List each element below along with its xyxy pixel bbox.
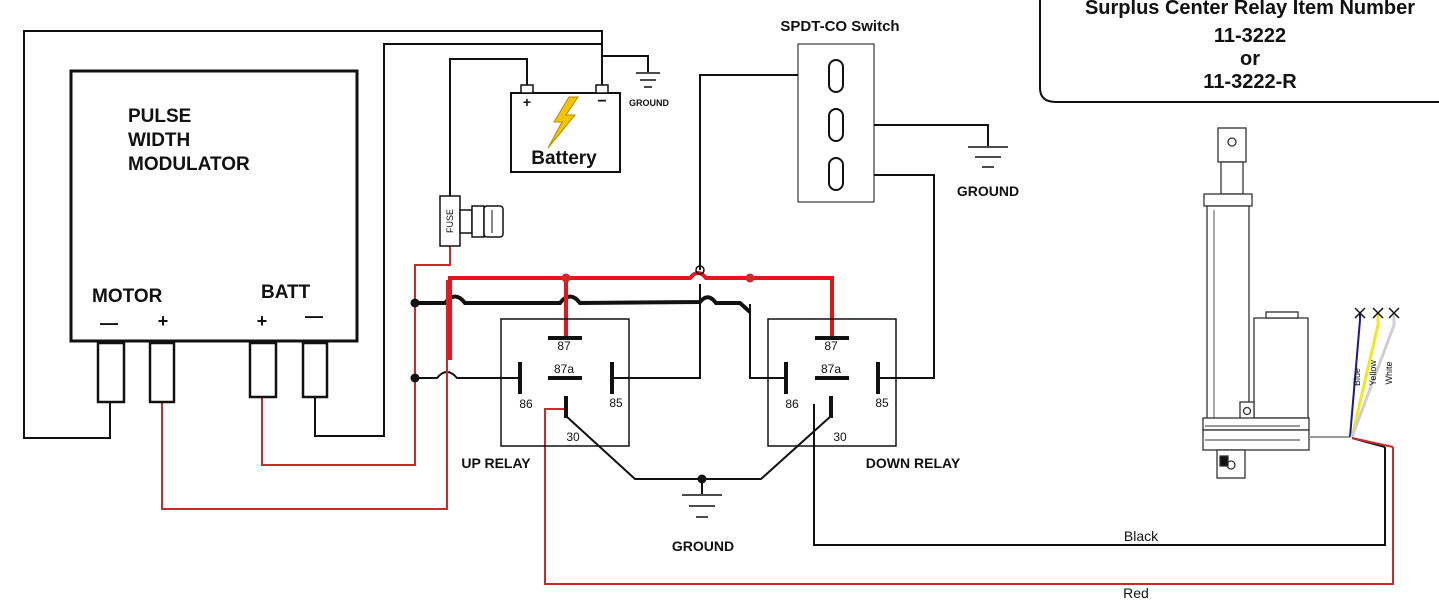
bright-red-bus — [448, 271, 834, 360]
battery-label: Battery — [531, 148, 597, 169]
relay-ground-symbol — [682, 494, 722, 518]
switch-terminal-bottom — [828, 157, 844, 191]
battery-ground-symbol — [636, 72, 660, 88]
wire-end-markers — [1354, 307, 1400, 319]
title-line-4: 11-3222-R — [1203, 71, 1297, 93]
battery-minus-label: − — [597, 93, 606, 110]
switch-ground-label: GROUND — [957, 183, 1019, 199]
up-relay-pin-85: 85 — [609, 396, 623, 410]
up-relay-pin-87: 87 — [557, 339, 571, 353]
red-wire-label: Red — [1123, 585, 1149, 601]
pwm-batt-label: BATT — [261, 282, 311, 303]
wire-label-yellow: Yellow — [1368, 360, 1378, 386]
switch-terminal-middle — [828, 108, 844, 142]
pwm-batt-plus-terminal — [248, 341, 278, 399]
down-relay-pin-86: 86 — [785, 397, 799, 411]
lightning-bolt-icon — [547, 96, 579, 149]
pwm-batt-minus-terminal — [301, 341, 329, 399]
junction-dots — [410, 265, 707, 484]
pwm-title-line-2: WIDTH — [128, 130, 190, 151]
red-wires — [161, 246, 1394, 585]
pwm-motor-minus-terminal — [96, 341, 126, 404]
pulse-width-modulator: PULSE WIDTH MODULATOR MOTOR BATT — + + — — [69, 69, 359, 404]
title-line-1: Surplus Center Relay Item Number — [1085, 0, 1415, 19]
fuse: FUSE — [439, 195, 504, 247]
relay-item-title-box: Surplus Center Relay Item Number 11-3222… — [1039, 0, 1439, 103]
down-relay-pin-30: 30 — [833, 430, 847, 444]
pwm-title-line-1: PULSE — [128, 106, 191, 127]
wire-label-blue: Blue — [1352, 368, 1362, 386]
down-relay-pin-87: 87 — [824, 339, 838, 353]
spdt-co-switch: SPDT-CO Switch — [780, 18, 900, 203]
title-line-3: or — [1240, 48, 1260, 70]
up-relay-pin-30: 30 — [566, 430, 580, 444]
black-wire-label: Black — [1124, 528, 1159, 544]
up-relay-pin-87a: 87a — [554, 362, 574, 376]
up-relay-pin-86: 86 — [519, 397, 533, 411]
switch-title: SPDT-CO Switch — [780, 18, 899, 35]
pwm-motor-minus: — — [100, 313, 118, 333]
battery-plus-label: + — [523, 94, 531, 110]
down-relay-pin-87a: 87a — [821, 362, 841, 376]
switch-ground-symbol — [968, 146, 1008, 168]
down-relay-pin-85: 85 — [875, 396, 889, 410]
black-wires — [23, 30, 1386, 546]
down-relay-label: DOWN RELAY — [866, 455, 961, 471]
up-relay: 87 87a 86 85 30 UP RELAY — [461, 318, 630, 471]
pwm-title-line-3: MODULATOR — [128, 154, 250, 175]
pwm-motor-plus: + — [158, 311, 169, 331]
battery-ground-label: GROUND — [629, 98, 669, 108]
pwm-batt-plus: + — [257, 311, 268, 331]
pwm-motor-label: MOTOR — [92, 286, 163, 307]
down-relay: 87 87a 86 85 30 DOWN RELAY — [767, 318, 961, 471]
pwm-batt-minus: — — [305, 306, 323, 326]
linear-actuator — [1202, 127, 1310, 479]
red-junction-dots — [561, 273, 755, 283]
battery: + − Battery — [510, 84, 621, 173]
switch-terminal-common — [828, 59, 844, 93]
up-relay-label: UP RELAY — [461, 455, 531, 471]
black-upper-bus — [415, 294, 786, 379]
title-line-2: 11-3222 — [1214, 25, 1286, 47]
relay-ground-label: GROUND — [672, 538, 734, 554]
fuse-label: FUSE — [445, 209, 455, 233]
wire-label-white: White — [1384, 361, 1394, 384]
pwm-motor-plus-terminal — [148, 341, 176, 404]
actuator-wires — [1309, 313, 1396, 448]
